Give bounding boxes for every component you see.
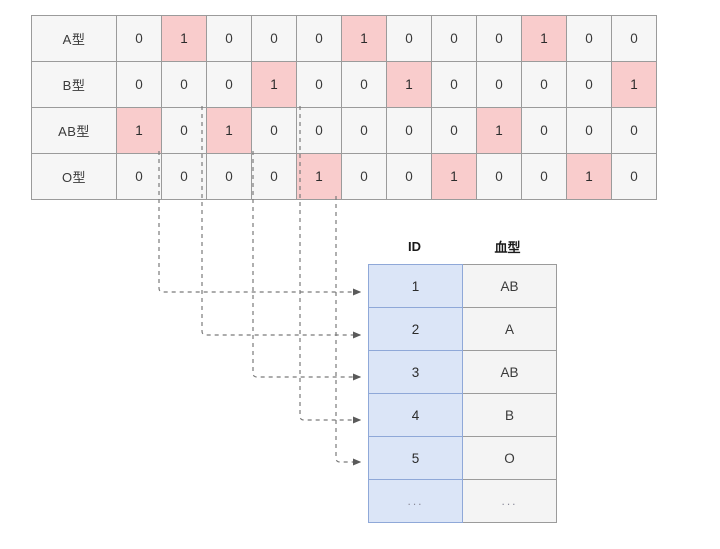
matrix-cell-r3c8: 0 <box>476 153 522 200</box>
result-header-type: 血型 <box>494 239 521 255</box>
matrix-cell-r0c1: 1 <box>161 15 207 62</box>
matrix-cell-r3c3: 0 <box>251 153 297 200</box>
result-table-headers: ID 血型 <box>368 231 557 261</box>
matrix-cell-r0c11: 0 <box>611 15 657 62</box>
matrix-cell-r1c7: 0 <box>431 61 477 108</box>
matrix-cell-r0c10: 0 <box>566 15 612 62</box>
table-row: O型 0 0 0 0 1 0 0 1 0 0 1 0 <box>31 153 657 200</box>
matrix-cell-r3c9: 0 <box>521 153 567 200</box>
matrix-cell-r1c0: 0 <box>116 61 162 108</box>
matrix-cell-r0c3: 0 <box>251 15 297 62</box>
matrix-cell-r3c0: 0 <box>116 153 162 200</box>
matrix-cell-r2c6: 0 <box>386 107 432 154</box>
matrix-cell-r1c2: 0 <box>206 61 252 108</box>
matrix-cell-r0c8: 0 <box>476 15 522 62</box>
result-table-block: ID 血型 1 AB 2 A 3 AB 4 B 5 O <box>368 231 557 523</box>
table-row: AB型 1 0 1 0 0 0 0 0 1 0 0 0 <box>31 107 657 154</box>
result-id-4: 4 <box>368 393 463 437</box>
table-row: 4 B <box>368 393 557 437</box>
result-type-ellipsis: ... <box>462 479 557 523</box>
result-id-5: 5 <box>368 436 463 480</box>
matrix-cell-r3c6: 0 <box>386 153 432 200</box>
table-row: A型 0 1 0 0 0 1 0 0 0 1 0 0 <box>31 15 657 62</box>
matrix-cell-r2c2: 1 <box>206 107 252 154</box>
table-row: 3 AB <box>368 350 557 394</box>
matrix-cell-r0c6: 0 <box>386 15 432 62</box>
matrix-cell-r0c7: 0 <box>431 15 477 62</box>
result-id-ellipsis: ... <box>368 479 463 523</box>
matrix-cell-r3c5: 0 <box>341 153 387 200</box>
table-row: ... ... <box>368 479 557 523</box>
result-id-3: 3 <box>368 350 463 394</box>
matrix-cell-r0c2: 0 <box>206 15 252 62</box>
matrix-row-label-a: A型 <box>31 15 117 62</box>
result-type-2: A <box>462 307 557 351</box>
result-type-3: AB <box>462 350 557 394</box>
matrix-cell-r2c8: 1 <box>476 107 522 154</box>
matrix-cell-r3c11: 0 <box>611 153 657 200</box>
matrix-cell-r0c5: 1 <box>341 15 387 62</box>
matrix-cell-r0c4: 0 <box>296 15 342 62</box>
result-table-body: 1 AB 2 A 3 AB 4 B 5 O ... ... <box>368 264 557 523</box>
table-row: 5 O <box>368 436 557 480</box>
matrix-cell-r2c1: 0 <box>161 107 207 154</box>
matrix-cell-r1c3: 1 <box>251 61 297 108</box>
result-header-id: ID <box>408 238 421 254</box>
matrix-cell-r2c3: 0 <box>251 107 297 154</box>
matrix-cell-r3c10: 1 <box>566 153 612 200</box>
matrix-row-label-b: B型 <box>31 61 117 108</box>
matrix-cell-r1c4: 0 <box>296 61 342 108</box>
matrix-cell-r1c10: 0 <box>566 61 612 108</box>
result-id-2: 2 <box>368 307 463 351</box>
matrix-cell-r1c1: 0 <box>161 61 207 108</box>
matrix-cell-r0c9: 1 <box>521 15 567 62</box>
table-row: 2 A <box>368 307 557 351</box>
matrix-cell-r1c11: 1 <box>611 61 657 108</box>
result-type-4: B <box>462 393 557 437</box>
matrix-cell-r2c0: 1 <box>116 107 162 154</box>
matrix-cell-r1c8: 0 <box>476 61 522 108</box>
matrix-row-label-o: O型 <box>31 153 117 200</box>
matrix-cell-r2c9: 0 <box>521 107 567 154</box>
matrix-cell-r0c0: 0 <box>116 15 162 62</box>
connector-arrow-5 <box>335 196 362 466</box>
matrix-cell-r2c11: 0 <box>611 107 657 154</box>
table-row: B型 0 0 0 1 0 0 1 0 0 0 0 1 <box>31 61 657 108</box>
matrix-body: A型 0 1 0 0 0 1 0 0 0 1 0 0 B型 0 0 0 1 0 … <box>31 15 657 200</box>
matrix-cell-r1c9: 0 <box>521 61 567 108</box>
matrix-cell-r2c5: 0 <box>341 107 387 154</box>
result-type-5: O <box>462 436 557 480</box>
matrix-cell-r2c7: 0 <box>431 107 477 154</box>
table-row: 1 AB <box>368 264 557 308</box>
matrix-row-label-ab: AB型 <box>31 107 117 154</box>
result-type-1: AB <box>462 264 557 308</box>
result-id-1: 1 <box>368 264 463 308</box>
one-hot-matrix-table: A型 0 1 0 0 0 1 0 0 0 1 0 0 B型 0 0 0 1 0 … <box>31 15 657 200</box>
matrix-cell-r3c7: 1 <box>431 153 477 200</box>
matrix-cell-r3c4: 1 <box>296 153 342 200</box>
matrix-cell-r1c5: 0 <box>341 61 387 108</box>
matrix-cell-r3c2: 0 <box>206 153 252 200</box>
matrix-cell-r2c4: 0 <box>296 107 342 154</box>
matrix-cell-r3c1: 0 <box>161 153 207 200</box>
result-table: 1 AB 2 A 3 AB 4 B 5 O ... ... <box>368 264 557 523</box>
matrix-cell-r2c10: 0 <box>566 107 612 154</box>
matrix-cell-r1c6: 1 <box>386 61 432 108</box>
